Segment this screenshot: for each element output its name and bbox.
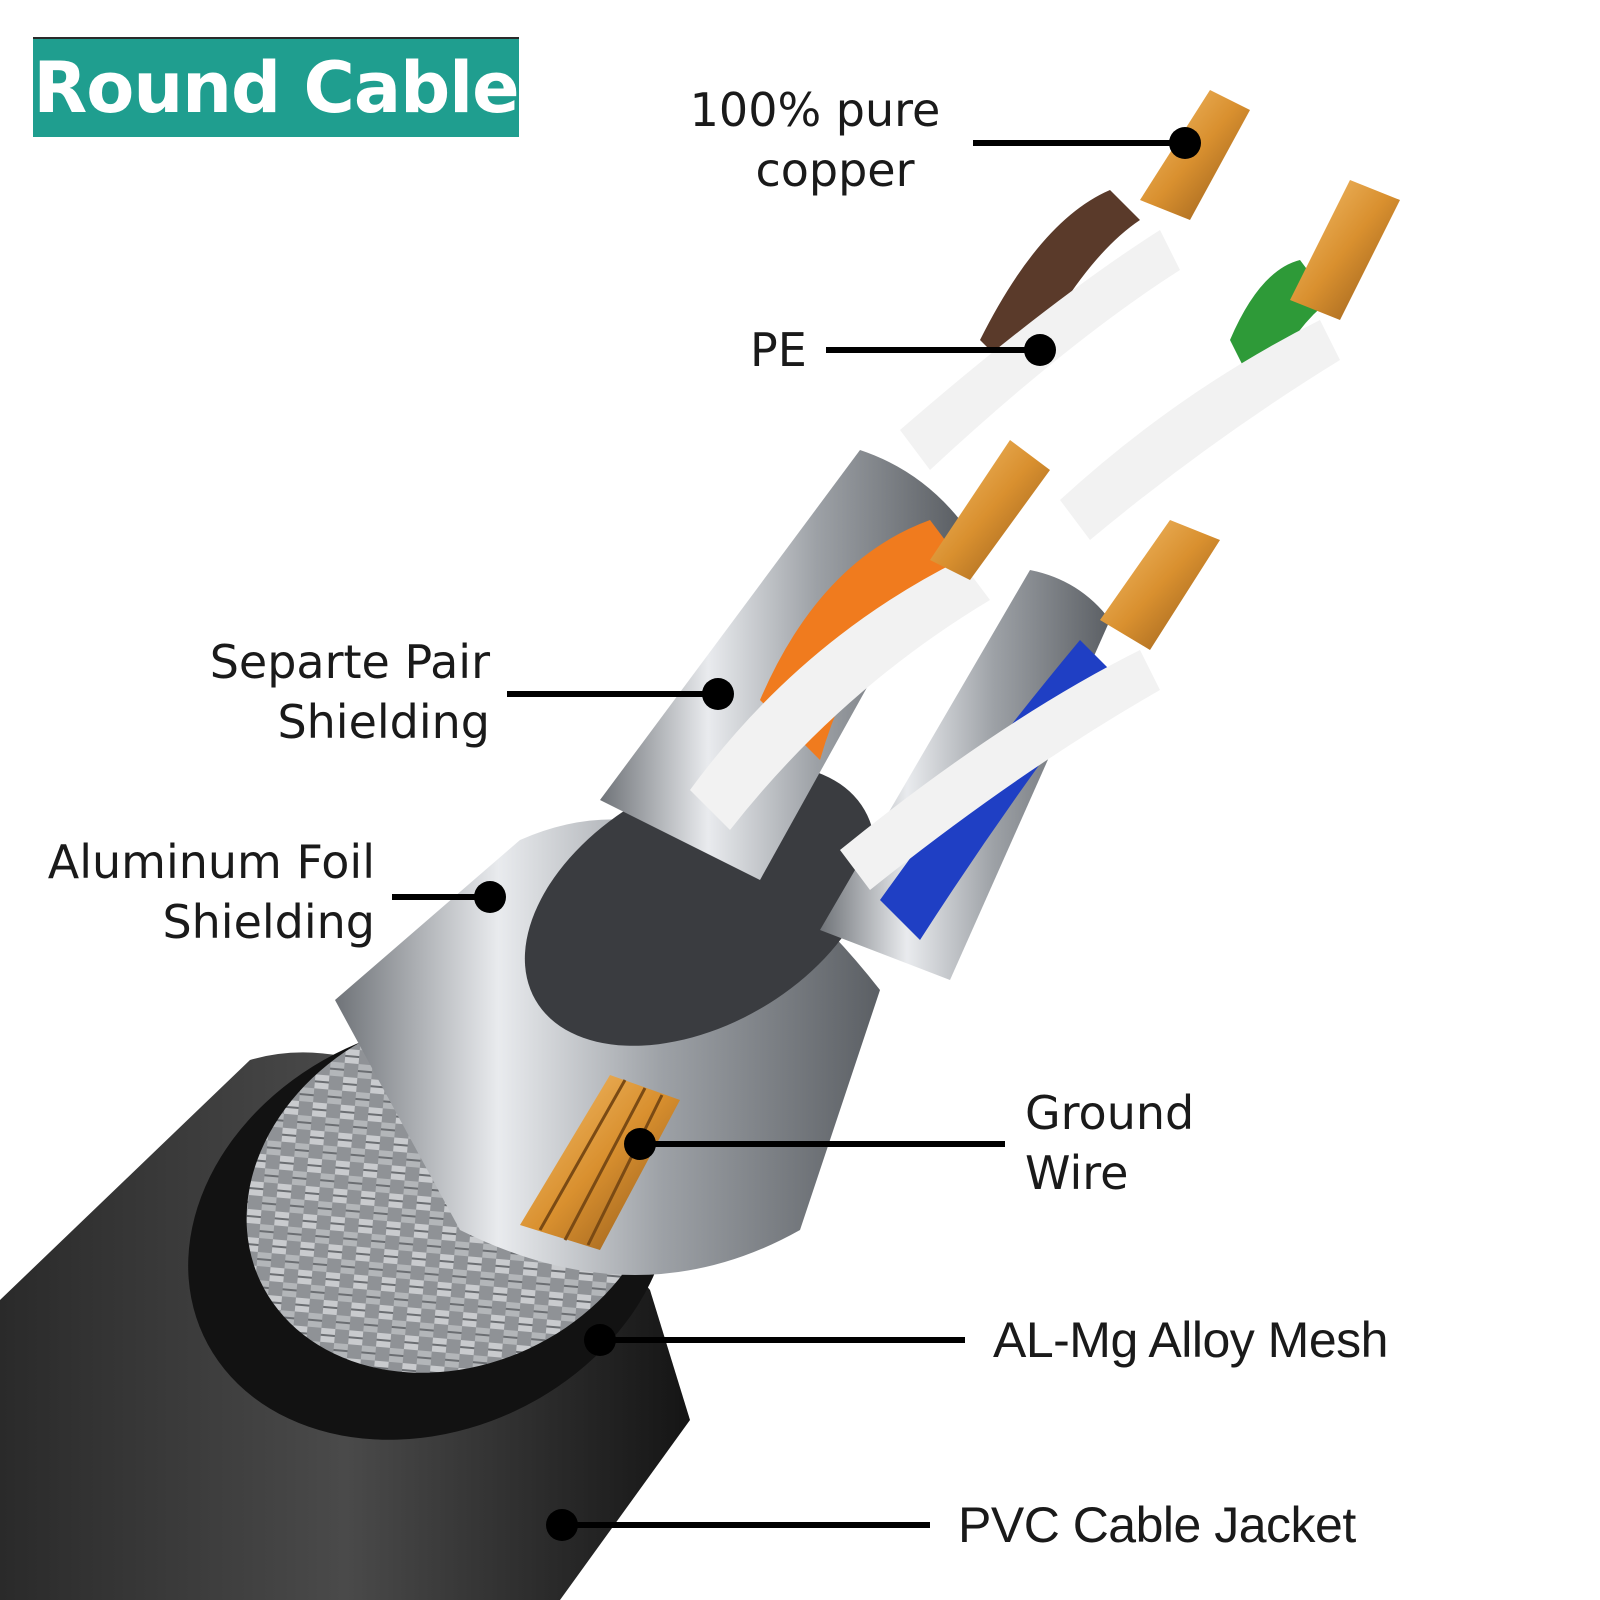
label-ground-wire: Ground Wire (1025, 1083, 1194, 1203)
label-foil-shielding: Aluminum Foil Shielding (30, 832, 375, 952)
label-pair-shielding-line-1: Separte Pair (209, 635, 490, 689)
label-ground-wire-line-2: Wire (1025, 1146, 1129, 1200)
round-cable-badge: Round Cable (33, 37, 520, 137)
label-foil-shielding-line-2: Shielding (162, 895, 375, 949)
leader-dots (474, 127, 1201, 1541)
badge-label: Round Cable (33, 47, 519, 129)
label-mesh: AL-Mg Alloy Mesh (993, 1312, 1388, 1368)
label-jacket: PVC Cable Jacket (958, 1497, 1356, 1553)
ground-wire-shape (520, 1075, 680, 1250)
leader-lines (392, 140, 1185, 1528)
label-ground-wire-line-1: Ground (1025, 1086, 1195, 1140)
label-pe: PE (750, 323, 807, 377)
label-copper: 100% pure copper (665, 80, 965, 200)
label-copper-line-2: copper (755, 143, 915, 197)
label-pair-shielding-line-2: Shielding (277, 695, 490, 749)
outer-foil-shape (335, 764, 880, 1275)
label-copper-line-1: 100% pure (689, 83, 941, 137)
label-foil-shielding-line-1: Aluminum Foil (47, 835, 375, 889)
label-pair-shielding: Separte Pair Shielding (180, 632, 490, 752)
